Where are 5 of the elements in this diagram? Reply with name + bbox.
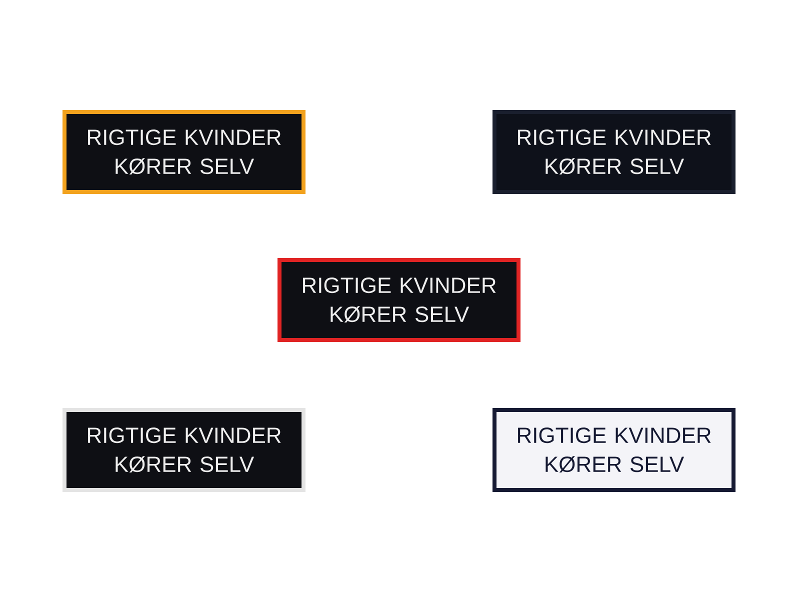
patch: RIGTIGE KVINDER KØRER SELV	[278, 258, 520, 342]
patch: RIGTIGE KVINDER KØRER SELV	[492, 408, 736, 492]
patch: RIGTIGE KVINDER KØRER SELV	[62, 110, 306, 194]
patch: RIGTIGE KVINDER KØRER SELV	[62, 408, 306, 492]
patch: RIGTIGE KVINDER KØRER SELV	[492, 110, 736, 194]
